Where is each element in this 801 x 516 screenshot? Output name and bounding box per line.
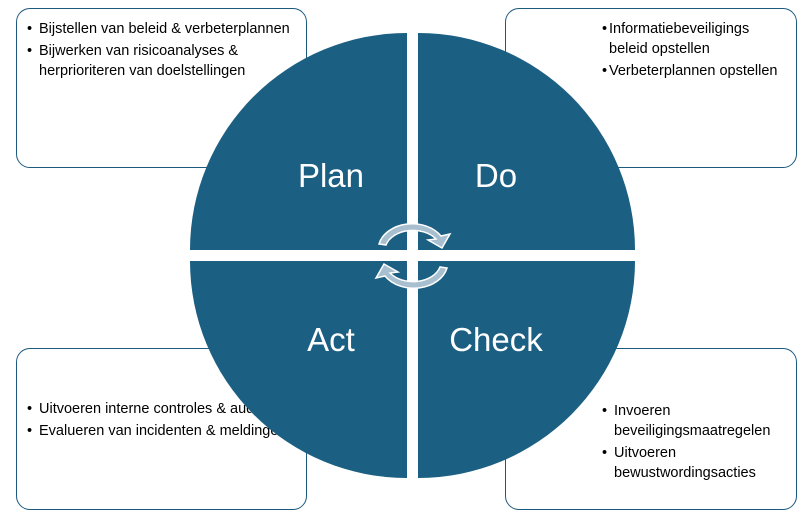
plan-actions-box: Bijstellen van beleid & verbeterplannen … xyxy=(16,8,307,168)
cycle-arrow-top xyxy=(378,223,452,250)
act-action-item: Evalueren van incidenten & meldingen xyxy=(27,421,296,441)
plan-label: Plan xyxy=(298,157,364,194)
check-action-item: Uitvoeren bewustwordingsacties xyxy=(602,443,788,483)
act-quadrant xyxy=(190,261,407,478)
act-actions-box: Uitvoeren interne controles & audits Eva… xyxy=(16,348,307,510)
act-action-item: Uitvoeren interne controles & audits xyxy=(27,399,296,419)
do-action-item: Verbeterplannen opstellen xyxy=(602,61,788,81)
circular-arrows-icon xyxy=(374,223,452,289)
check-action-item: Invoeren beveiligingsmaatregelen xyxy=(602,401,788,441)
plan-action-item: Bijwerken van risicoanalyses & herpriori… xyxy=(27,41,296,81)
do-actions-box: Informatiebeveiligings beleid opstellen … xyxy=(505,8,797,168)
plan-quadrant xyxy=(190,33,407,250)
cycle-arrow-bottom xyxy=(374,262,448,289)
do-quadrant xyxy=(418,33,635,250)
act-label: Act xyxy=(307,321,355,358)
do-label: Do xyxy=(475,157,517,194)
do-action-item: Informatiebeveiligings beleid opstellen xyxy=(602,19,788,59)
check-label: Check xyxy=(449,321,543,358)
plan-action-item: Bijstellen van beleid & verbeterplannen xyxy=(27,19,296,39)
check-quadrant xyxy=(418,261,635,478)
